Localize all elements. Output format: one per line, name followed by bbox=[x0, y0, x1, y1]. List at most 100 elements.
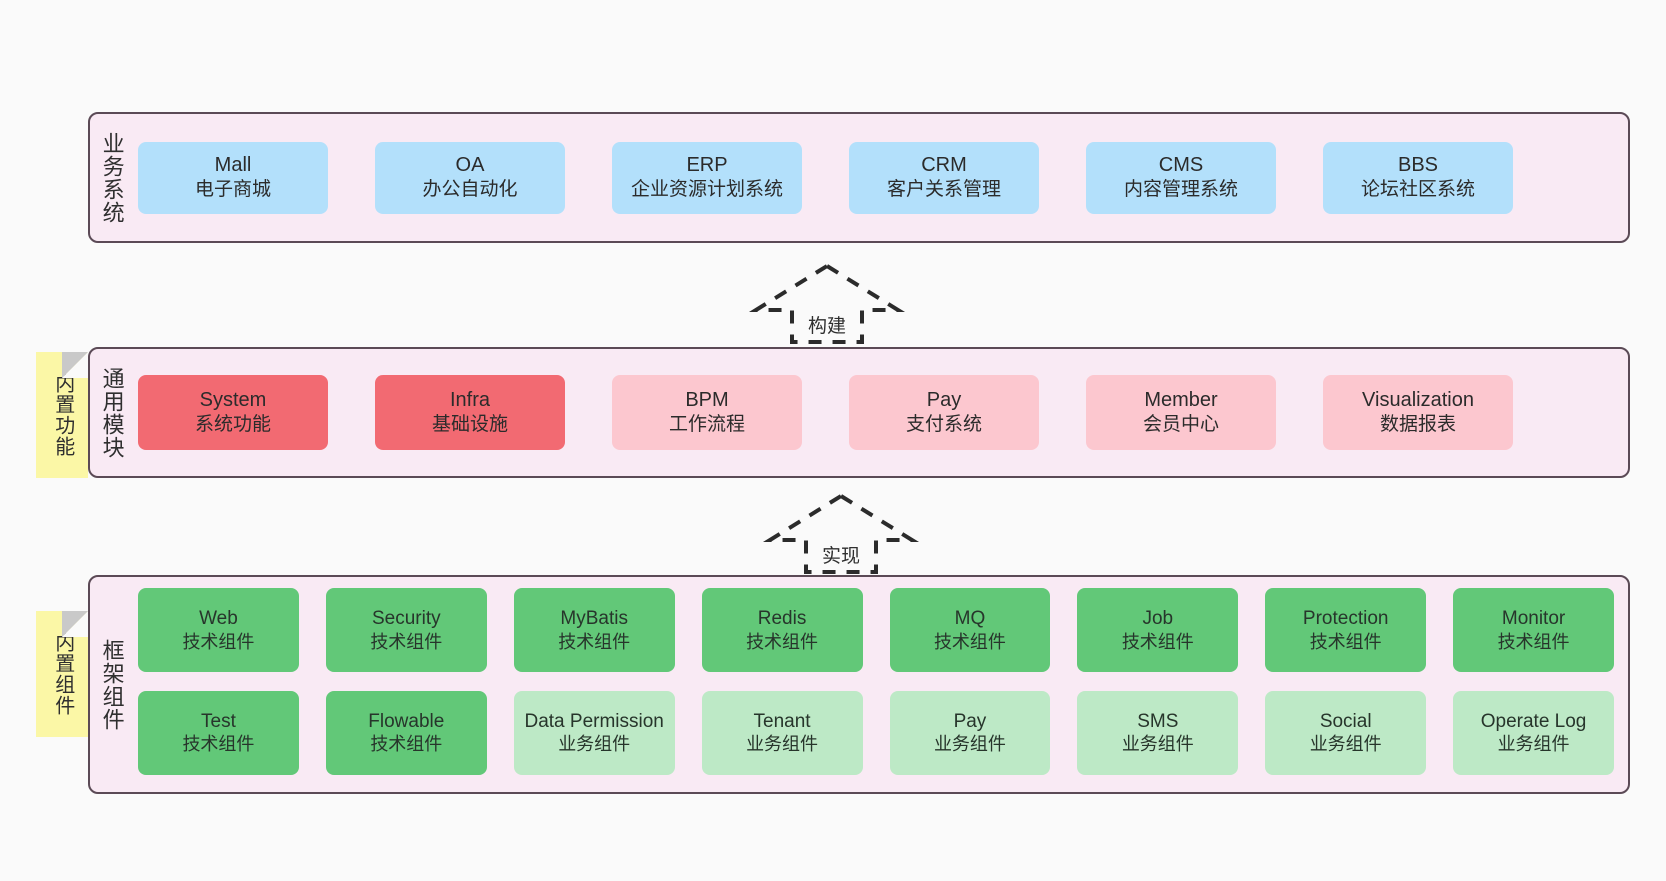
card-title: BBS bbox=[1397, 154, 1439, 177]
card-subtitle: 客户关系管理 bbox=[886, 179, 1001, 201]
card-title: Security bbox=[371, 608, 441, 630]
card-title: System bbox=[199, 389, 267, 412]
card-title: Member bbox=[1144, 389, 1218, 412]
card-title: Protection bbox=[1302, 608, 1389, 630]
card-title: CMS bbox=[1158, 154, 1204, 177]
card-title: Data Permission bbox=[524, 710, 664, 732]
card-subtitle: 企业资源计划系统 bbox=[630, 179, 783, 201]
card-subtitle: 业务组件 bbox=[1309, 734, 1382, 755]
card-subtitle: 数据报表 bbox=[1379, 414, 1456, 436]
layer-business-systems-label: 业务系统 bbox=[99, 131, 125, 224]
card-title: Operate Log bbox=[1480, 710, 1587, 732]
layer-common-modules-label: 通用模块 bbox=[99, 366, 125, 459]
card-subtitle: 技术组件 bbox=[370, 631, 443, 652]
card-subtitle: 技术组件 bbox=[182, 631, 255, 652]
card-subtitle: 办公自动化 bbox=[422, 179, 518, 201]
card-subtitle: 业务组件 bbox=[558, 734, 631, 755]
sticky-note-builtin-components: 内置组件 bbox=[36, 611, 88, 737]
card-title: Mall bbox=[214, 154, 252, 177]
card-subtitle: 业务组件 bbox=[933, 734, 1006, 755]
card-title: Infra bbox=[449, 389, 491, 412]
card-subtitle: 业务组件 bbox=[746, 734, 819, 755]
card-title: BPM bbox=[685, 389, 729, 412]
card-title: Web bbox=[199, 608, 238, 630]
card-title: Pay bbox=[953, 710, 987, 732]
sticky-note-builtin-components-label: 内置组件 bbox=[51, 632, 74, 716]
card-title: Redis bbox=[757, 608, 807, 630]
layer-framework-components-label: 框架组件 bbox=[99, 638, 125, 731]
sticky-note-builtin-features: 内置功能 bbox=[36, 352, 88, 478]
card-subtitle: 技术组件 bbox=[558, 631, 631, 652]
card-title: Pay bbox=[926, 389, 962, 412]
card-title: SMS bbox=[1137, 710, 1179, 732]
connector-build-label: 构建 bbox=[807, 316, 846, 337]
card-title: Visualization bbox=[1362, 389, 1474, 412]
card-subtitle: 业务组件 bbox=[1121, 734, 1194, 755]
card-subtitle: 论坛社区系统 bbox=[1360, 179, 1475, 201]
card-title: CRM bbox=[921, 154, 967, 177]
card-subtitle: 工作流程 bbox=[668, 414, 745, 436]
connector-implement-arrow: 实现 bbox=[762, 492, 920, 576]
card-subtitle: 技术组件 bbox=[933, 631, 1006, 652]
card-subtitle: 会员中心 bbox=[1142, 414, 1219, 436]
card-title: ERP bbox=[686, 154, 728, 177]
card-subtitle: 业务组件 bbox=[1497, 734, 1570, 755]
sticky-note-builtin-features-label: 内置功能 bbox=[51, 373, 74, 457]
sticky-fold-icon bbox=[62, 611, 88, 637]
card-title: Job bbox=[1142, 608, 1174, 630]
card-title: Social bbox=[1319, 710, 1372, 732]
card-subtitle: 技术组件 bbox=[746, 631, 819, 652]
card-subtitle: 系统功能 bbox=[194, 414, 271, 436]
card-title: MQ bbox=[954, 608, 986, 630]
card-title: OA bbox=[455, 154, 485, 177]
card-title: MyBatis bbox=[560, 608, 628, 630]
card-subtitle: 技术组件 bbox=[370, 734, 443, 755]
card-subtitle: 技术组件 bbox=[1121, 631, 1194, 652]
card-subtitle: 内容管理系统 bbox=[1123, 179, 1238, 201]
connector-implement-label: 实现 bbox=[821, 546, 860, 567]
card-title: Monitor bbox=[1501, 608, 1566, 630]
card-subtitle: 技术组件 bbox=[1497, 631, 1570, 652]
connector-build-arrow: 构建 bbox=[748, 262, 906, 346]
card-subtitle: 基础设施 bbox=[431, 414, 508, 436]
card-subtitle: 技术组件 bbox=[1309, 631, 1382, 652]
card-subtitle: 支付系统 bbox=[905, 414, 982, 436]
card-subtitle: 技术组件 bbox=[182, 734, 255, 755]
card-title: Flowable bbox=[368, 710, 445, 732]
card-title: Test bbox=[201, 710, 236, 732]
